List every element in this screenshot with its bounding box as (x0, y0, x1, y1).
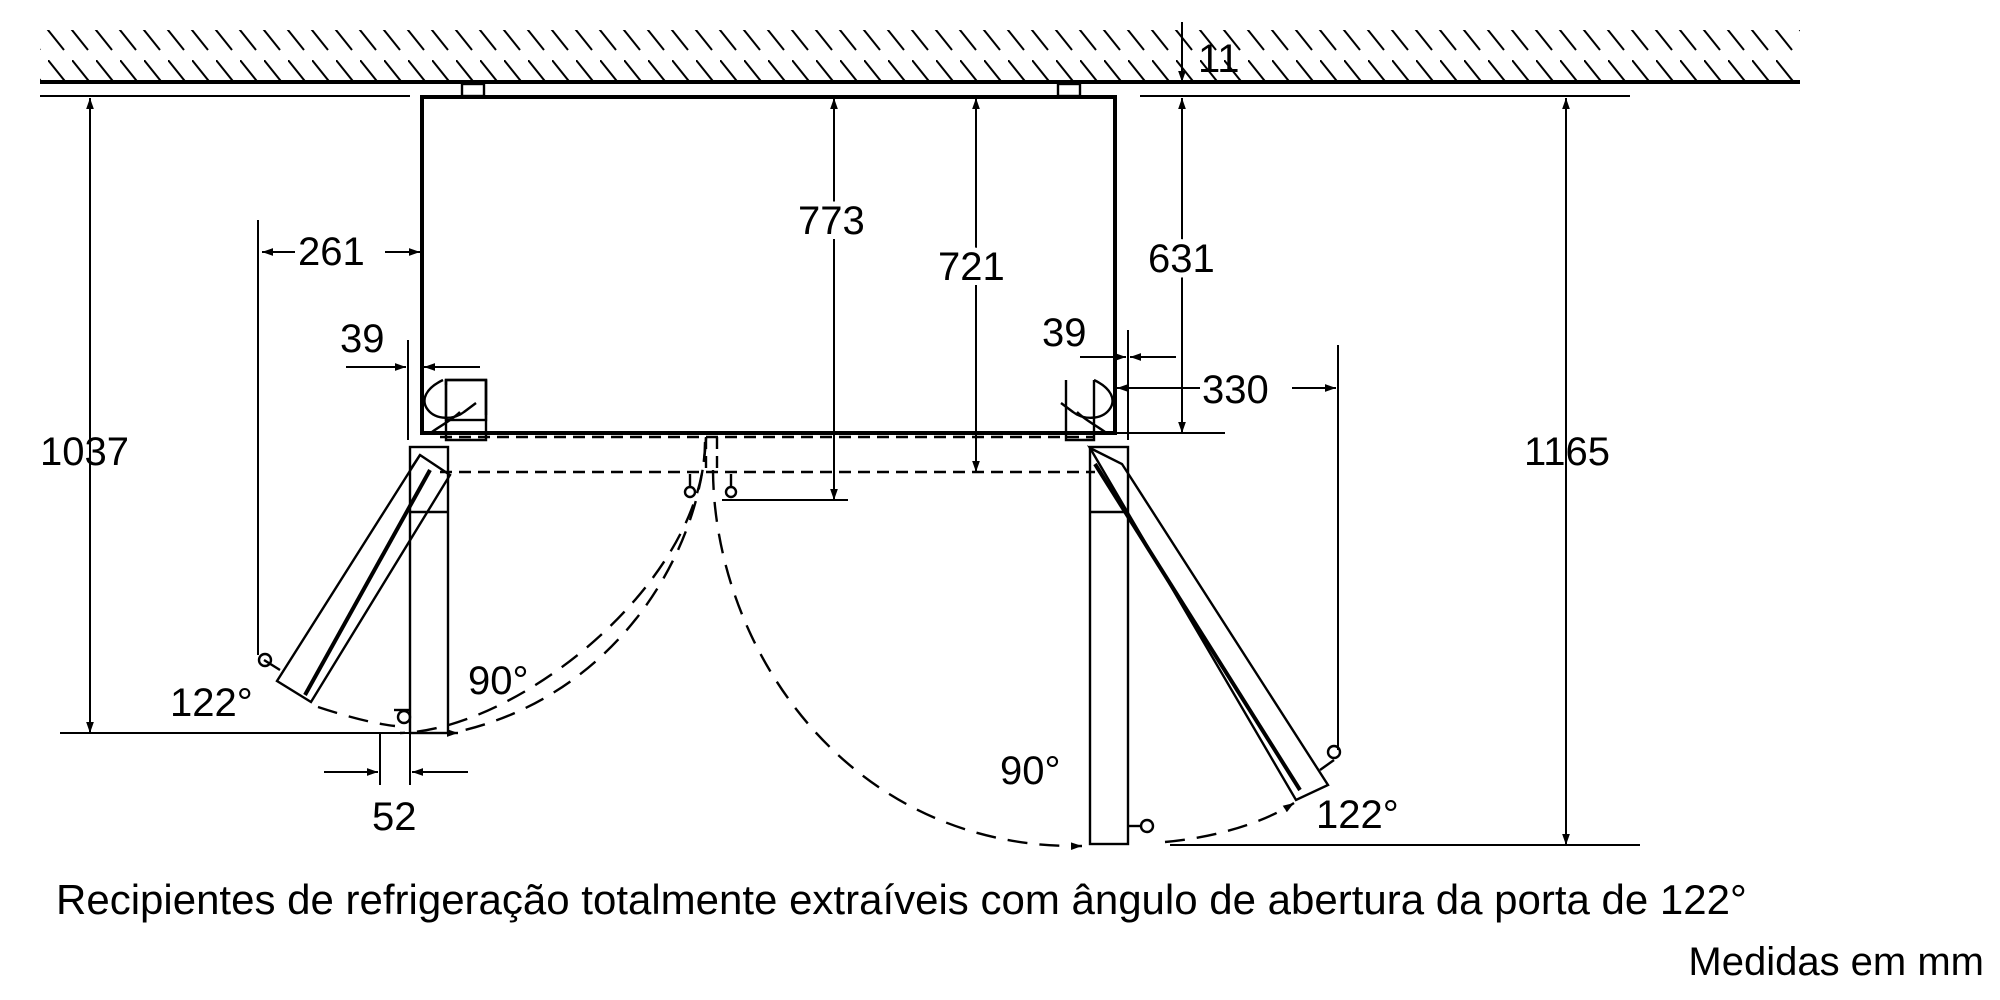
left-door-open-122 (257, 453, 452, 704)
ceiling-wall (40, 30, 1800, 97)
hinge-left (423, 378, 488, 442)
label-52: 52 (372, 795, 417, 839)
label-330: 330 (1202, 368, 1269, 412)
cabinet-body (420, 95, 1117, 435)
right-door-open-90 (1088, 445, 1155, 846)
dim-631 (1115, 98, 1225, 434)
label-hinge-right: 39 (1042, 311, 1087, 355)
dim-330 (1117, 345, 1339, 750)
caption-units: Medidas em mm (1688, 940, 1984, 984)
angle-right-90: 90° (1000, 749, 1061, 793)
label-right-total: 1165 (1524, 430, 1610, 474)
closed-door-handle-left (683, 474, 697, 499)
angle-left-90: 90° (468, 659, 529, 703)
dim-right-total (1170, 98, 1640, 846)
mount-bracket-right (1056, 82, 1082, 98)
label-721: 721 (938, 245, 1005, 289)
closed-door-handle-right (724, 474, 738, 499)
label-773: 773 (798, 199, 865, 243)
swing-arcs (317, 437, 1295, 851)
dim-hinge-left (346, 340, 480, 440)
right-door-open-122 (1086, 445, 1342, 802)
angle-left-122: 122° (170, 681, 253, 725)
left-door-open-90 (394, 445, 450, 735)
label-ceiling-gap: 11 (1198, 37, 1240, 81)
label-261: 261 (298, 230, 365, 274)
label-hinge-left: 39 (340, 317, 385, 361)
closed-door-outline (440, 435, 1095, 474)
dim-left-total (60, 98, 410, 734)
hinge-right (1060, 378, 1114, 442)
mount-bracket-left (460, 82, 486, 98)
label-631: 631 (1148, 237, 1215, 281)
dim-261 (257, 220, 420, 655)
dim-hinge-right (1080, 330, 1176, 440)
dim-door-width (324, 733, 468, 785)
caption-main: Recipientes de refrigeração totalmente e… (56, 876, 1747, 923)
label-left-total: 1037 (40, 430, 129, 474)
angle-right-122: 122° (1316, 793, 1399, 837)
